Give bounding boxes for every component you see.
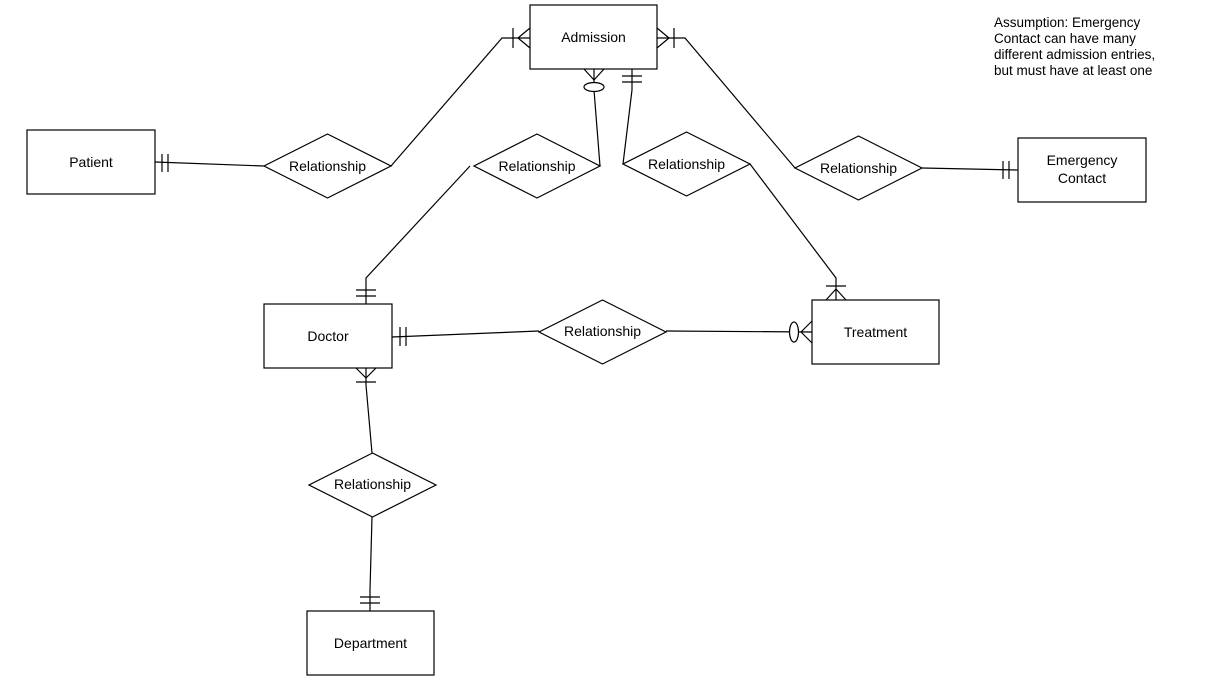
entity-label: Contact — [1058, 170, 1106, 186]
edge-admission-relationship-4 — [657, 37, 796, 169]
relationship-doctor-treatment[interactable]: Relationship — [537, 299, 668, 365]
entity-label: Emergency — [1047, 152, 1118, 168]
entity-label: Treatment — [844, 324, 907, 340]
relationship-doctor-department[interactable]: Relationship — [307, 452, 438, 518]
edge-relationship-treatment — [749, 163, 837, 300]
entity-admission[interactable]: Admission — [529, 4, 658, 70]
relationship-label: Relationship — [289, 158, 366, 174]
entity-label: Patient — [69, 154, 113, 170]
edge-doctor-relationship-5 — [391, 330, 540, 338]
edge-doctor-relationship-6 — [365, 368, 373, 454]
relationship-patient-admission[interactable]: Relationship — [262, 133, 393, 199]
cardinality-zero-many-mark — [788, 320, 813, 344]
entity-emergency-contact[interactable]: Emergency Contact — [1017, 137, 1147, 203]
cardinality-many-mark — [825, 285, 847, 301]
relationship-admission-emergency[interactable]: Relationship — [793, 135, 924, 201]
entity-label: Admission — [561, 29, 626, 45]
relationship-label: Relationship — [820, 160, 897, 176]
cardinality-one-mark — [622, 75, 642, 83]
cardinality-one-mark — [360, 596, 380, 604]
edge-relationship-emergency — [921, 167, 1019, 171]
relationship-label: Relationship — [498, 158, 575, 174]
cardinality-many-mark — [656, 27, 675, 49]
relationship-admission-treatment[interactable]: Relationship — [621, 131, 752, 197]
entity-label: Department — [334, 635, 407, 651]
entity-patient[interactable]: Patient — [26, 129, 156, 195]
cardinality-one-mark — [356, 289, 376, 297]
entity-doctor[interactable]: Doctor — [263, 303, 393, 369]
cardinality-many-mark — [355, 367, 377, 383]
entity-treatment[interactable]: Treatment — [811, 299, 940, 365]
relationship-label: Relationship — [648, 156, 725, 172]
relationship-label: Relationship — [564, 323, 641, 339]
relationship-doctor-admission[interactable]: Relationship — [472, 133, 602, 199]
relationship-label: Relationship — [334, 476, 411, 492]
cardinality-one-mark — [1002, 161, 1010, 179]
assumption-note: Assumption: Emergency Contact can have m… — [994, 15, 1156, 78]
edge-relationship-treatment-2 — [665, 330, 813, 333]
edge-patient-relationship — [154, 161, 265, 167]
edge-admission-relationship-3 — [622, 69, 633, 165]
cardinality-one-mark — [161, 154, 169, 172]
edge-doctor-relationship — [365, 165, 471, 304]
edge-relationship-admission — [390, 37, 530, 167]
cardinality-one-mark — [399, 327, 407, 346]
edge-relationship-department — [369, 516, 373, 611]
cardinality-zero-many-mark — [583, 68, 605, 93]
entity-label: Doctor — [307, 328, 349, 344]
cardinality-many-mark — [512, 27, 531, 49]
entity-department[interactable]: Department — [306, 610, 435, 676]
